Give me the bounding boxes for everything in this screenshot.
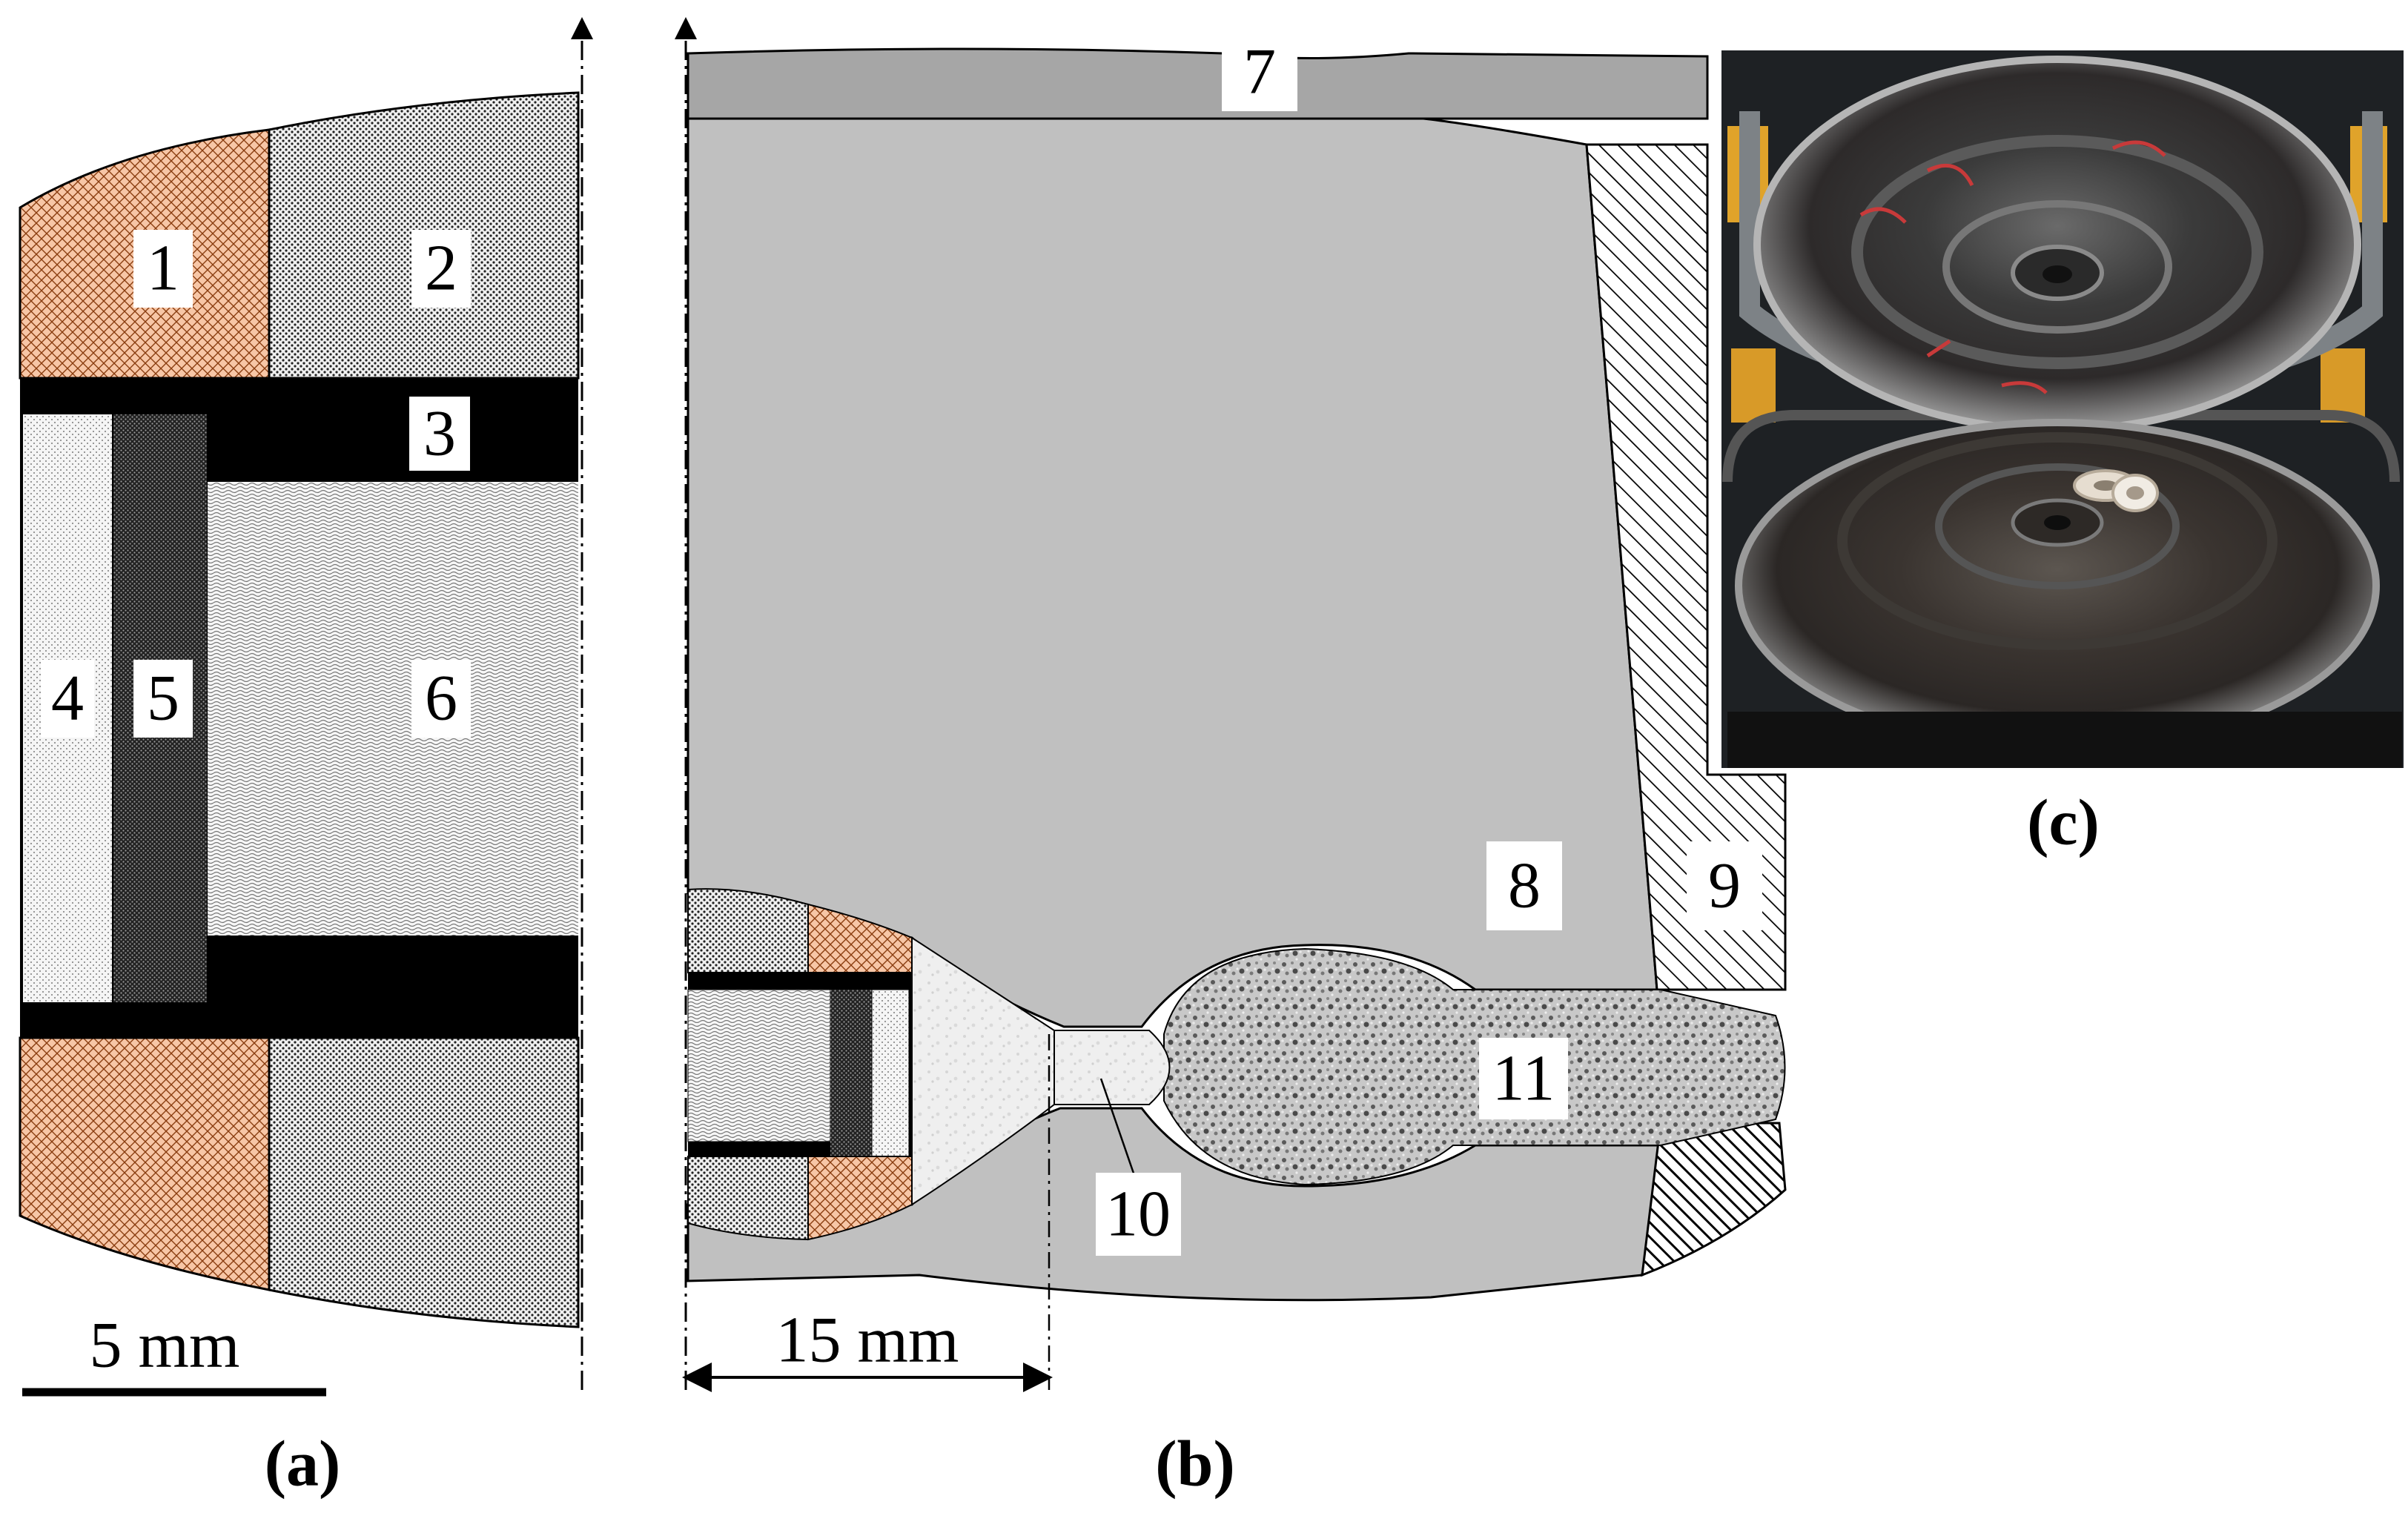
svg-text:10: 10 — [1105, 1179, 1171, 1251]
mini-part-2-top — [687, 888, 809, 973]
label-7: 7 — [1222, 33, 1297, 111]
panel-a: 5 mm (a) — [19, 17, 593, 1500]
svg-text:8: 8 — [1508, 850, 1541, 922]
part-4-insulator — [22, 413, 113, 1004]
label-9: 9 — [1687, 841, 1762, 930]
svg-text:6: 6 — [425, 663, 457, 735]
svg-text:5: 5 — [147, 663, 179, 735]
label-4: 4 — [41, 660, 94, 738]
part-11-gasket — [1163, 947, 1786, 1186]
mini-part-1-bottom — [807, 1156, 913, 1241]
svg-text:3: 3 — [423, 398, 456, 470]
part-7-plate — [687, 47, 1709, 120]
part-9-ring-lower — [1641, 1122, 1787, 1277]
svg-text:11: 11 — [1492, 1043, 1555, 1115]
svg-text:4: 4 — [51, 663, 84, 735]
mini-part-2-bottom — [687, 1156, 809, 1241]
part-6-sample-cell — [208, 482, 578, 936]
part-10-gasket-inner — [1054, 1030, 1171, 1105]
mini-part-4 — [871, 989, 910, 1157]
label-6: 6 — [411, 660, 471, 738]
label-2: 2 — [411, 230, 471, 308]
part-1-gasket-bottom — [19, 1036, 271, 1291]
mini-part-6 — [687, 989, 831, 1142]
dimension-label: 15 mm — [776, 1305, 959, 1377]
caption-c: (c) — [2027, 787, 2100, 859]
label-11: 11 — [1479, 1038, 1568, 1119]
mini-part-1-top — [807, 903, 913, 973]
label-3: 3 — [409, 397, 470, 471]
svg-text:2: 2 — [425, 233, 457, 305]
svg-text:1: 1 — [147, 233, 179, 305]
caption-a: (a) — [265, 1428, 341, 1500]
cell-cone — [911, 936, 1055, 1206]
label-8: 8 — [1486, 841, 1562, 930]
label-1: 1 — [133, 230, 193, 308]
svg-text:7: 7 — [1243, 36, 1276, 108]
label-10: 10 — [1096, 1173, 1181, 1256]
panel-b: 15 mm (b) — [675, 17, 1787, 1500]
caption-b: (b) — [1155, 1428, 1235, 1500]
scale-bar-label: 5 mm — [90, 1310, 240, 1382]
part-2-container-bottom — [268, 1036, 580, 1328]
mini-part-5 — [830, 990, 872, 1156]
part-labels: 1 2 3 4 5 6 7 8 — [41, 33, 1762, 1256]
label-5: 5 — [133, 660, 193, 738]
leader-10 — [1099, 1078, 1140, 1187]
svg-text:9: 9 — [1708, 850, 1741, 922]
panel-c-photo: (c) — [1721, 50, 2404, 859]
